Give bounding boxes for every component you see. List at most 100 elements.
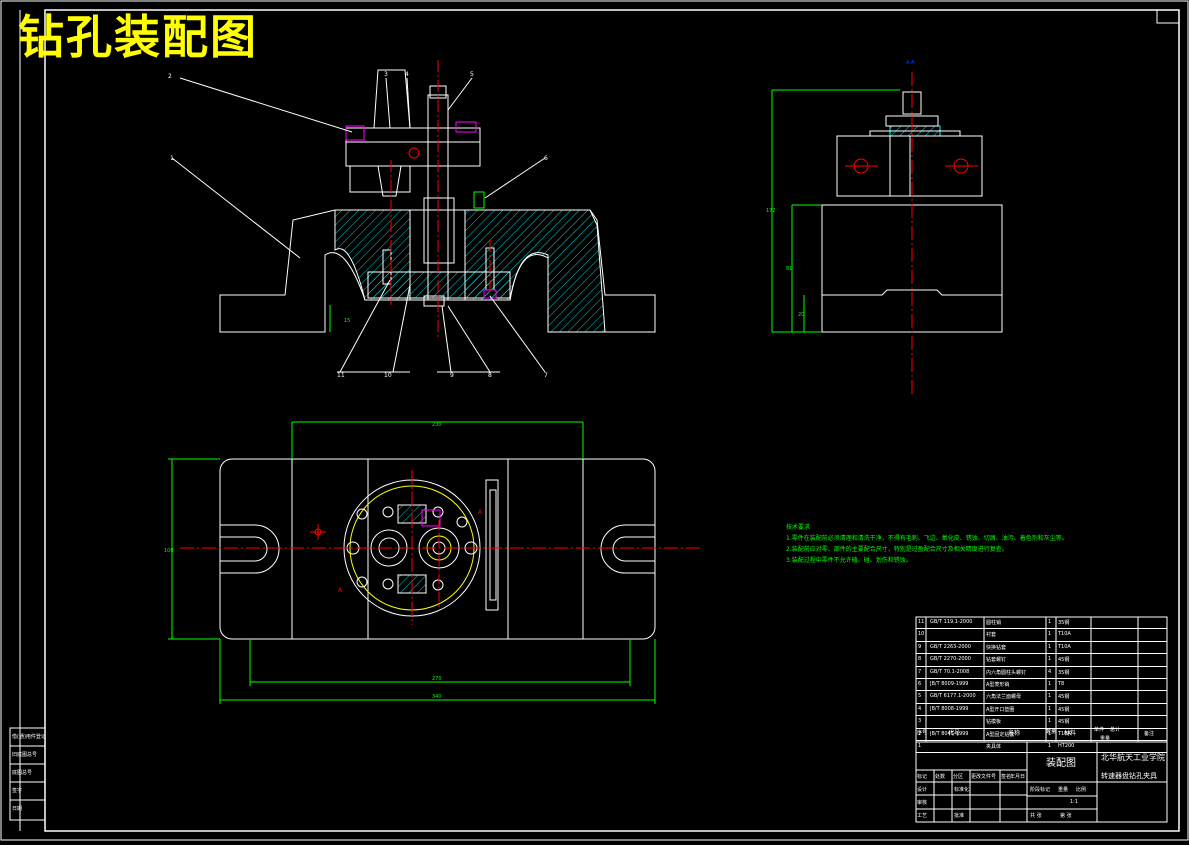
bom-cell-material: 35钢 (1058, 669, 1070, 676)
bom-cell-name: 夹具体 (986, 743, 1002, 750)
bom-cell-code: JB/T 8008-1999 (930, 705, 969, 712)
bom-cell-code: GB/T 6177.1-2000 (930, 693, 976, 700)
bom-cell-no: 5 (918, 693, 922, 700)
top-view: 230 270 340 100 A A (164, 421, 700, 704)
bom-cell-material: 45钢 (1058, 694, 1070, 701)
side-strip-label: 借(通)用件登记 (12, 734, 46, 740)
bom-cell-no: 2 (918, 730, 922, 737)
tb-label: 设计 (917, 787, 928, 793)
balloon-4: 4 (405, 71, 409, 78)
bom-cell-material: 35钢 (1058, 620, 1070, 626)
slot-right (600, 524, 655, 574)
tb-drawing-name: 装配图 (1046, 758, 1076, 769)
balloon-1: 1 (170, 155, 174, 162)
bom-header-name: 名称 (1008, 730, 1021, 737)
fixture-body-section-right (464, 209, 606, 333)
bom-header-unit-weight: 单件 (1094, 727, 1105, 733)
side-strip-label: 日期 (12, 806, 23, 812)
bom-cell-code: GB/T 2270-2000 (930, 656, 971, 663)
balloon-3: 3 (384, 71, 388, 78)
balloon-10: 10 (384, 372, 392, 379)
bom-cell-code: GB/T 119.1-2000 (930, 619, 973, 625)
bom-cell-name: 快换钻套 (986, 644, 1007, 651)
bom-header-remark: 备注 (1144, 731, 1155, 737)
balloon-11: 11 (337, 372, 345, 379)
corner-mark (1156, 9, 1180, 24)
front-view: 15 (171, 60, 656, 373)
base-plate-section (367, 271, 511, 299)
bom-cell-qty: 1 (1048, 705, 1052, 712)
dim-top-lower1: 270 (432, 676, 442, 682)
technical-requirements: 技术要求 1.零件在装配前必须清理和清洗干净，不得有毛刺、飞边、氧化皮、锈蚀、切… (786, 522, 1068, 566)
svg-text:A: A (338, 587, 343, 594)
bom-cell-material: 45钢 (1058, 706, 1070, 713)
bom-row: 7 GB/T 70.1-2008 内六角圆柱头螺钉 4 35钢 (916, 667, 1167, 679)
tb-part-name: 转速器盘钻孔夹具 (1101, 772, 1157, 780)
tech-item-2: 2.装配前应对零、部件的主要配合尺寸，特别是过盈配合尺寸及相关精度进行复查。 (786, 546, 1008, 553)
tb-label: 阶段标记 (1030, 787, 1051, 793)
title-block-lines (9, 616, 1168, 823)
balloon-9: 9 (450, 372, 454, 379)
bom-cell-no: 3 (918, 718, 922, 725)
bom-cell-name: 内六角圆柱头螺钉 (986, 669, 1027, 676)
tb-scale: 1:1 (1070, 799, 1079, 805)
top-base-plate (219, 458, 656, 640)
tb-label: 比例 (1076, 787, 1087, 793)
bom-cell-no: 1 (918, 742, 922, 749)
side-strip-label: 旧底图总号 (12, 752, 38, 758)
tb-label: 标准化 (954, 787, 970, 793)
bom-cell-qty: 1 (1048, 631, 1052, 638)
bom-cell-name: A型固定钻套 (986, 731, 1015, 738)
tb-school: 北华航天工业学院 (1101, 753, 1165, 762)
dim-side-low: 20 (798, 312, 804, 318)
tb-label: 更改文件号 (971, 774, 997, 780)
tb-label: 重量 (1058, 787, 1069, 793)
svg-text:A: A (478, 509, 483, 516)
tb-label: 工艺 (917, 813, 928, 819)
tech-item-3: 3.装配过程中零件不允许磕、碰、划伤和锈蚀。 (786, 557, 912, 564)
bom-cell-name: A型菱形销 (986, 681, 1010, 688)
bom-cell-qty: 1 (1048, 656, 1052, 663)
support-pillar (349, 166, 411, 193)
bom-cell-code: JB/T 8045-1999 (930, 730, 969, 737)
tb-label: 共 张 (1030, 813, 1042, 819)
balloon-6: 6 (544, 155, 548, 162)
bom-cell-name: 钻模板 (986, 719, 1002, 726)
drawing-title: 钻孔装配图 (18, 10, 258, 64)
bom-cell-code: GB/T 70.1-2008 (930, 668, 970, 675)
bom-header-no: 序号 (917, 730, 928, 736)
bom-header-material: 材料 (1064, 730, 1077, 737)
bom-cell-no: 7 (918, 668, 922, 675)
bom-cell-name: 圆柱销 (986, 620, 1002, 626)
side-strip-label: 签字 (12, 788, 23, 794)
dim-side-mid: 81 (786, 266, 792, 272)
bom-header-code: 代号 (948, 730, 961, 737)
bom-header-weight: 重量 (1100, 736, 1111, 742)
side-nut (902, 91, 922, 115)
bom-cell-name: 衬套 (986, 632, 997, 639)
bom-cell-qty: 4 (1048, 668, 1052, 675)
balloon-8: 8 (488, 372, 492, 379)
bom-cell-no: 8 (918, 656, 922, 663)
tb-label: 分区 (953, 774, 964, 780)
dim-top-upper: 230 (432, 422, 442, 428)
tb-label: 标记 (917, 774, 928, 780)
bom-cell-qty: 1 (1048, 693, 1052, 700)
bom-cell-material: T10A (1058, 730, 1071, 737)
bom-cell-name: 钻套螺钉 (986, 657, 1007, 664)
bom-cell-qty: 1 (1048, 619, 1052, 625)
side-strip-label: 底图总号 (12, 770, 33, 776)
tb-label: 签名 (1001, 774, 1012, 780)
